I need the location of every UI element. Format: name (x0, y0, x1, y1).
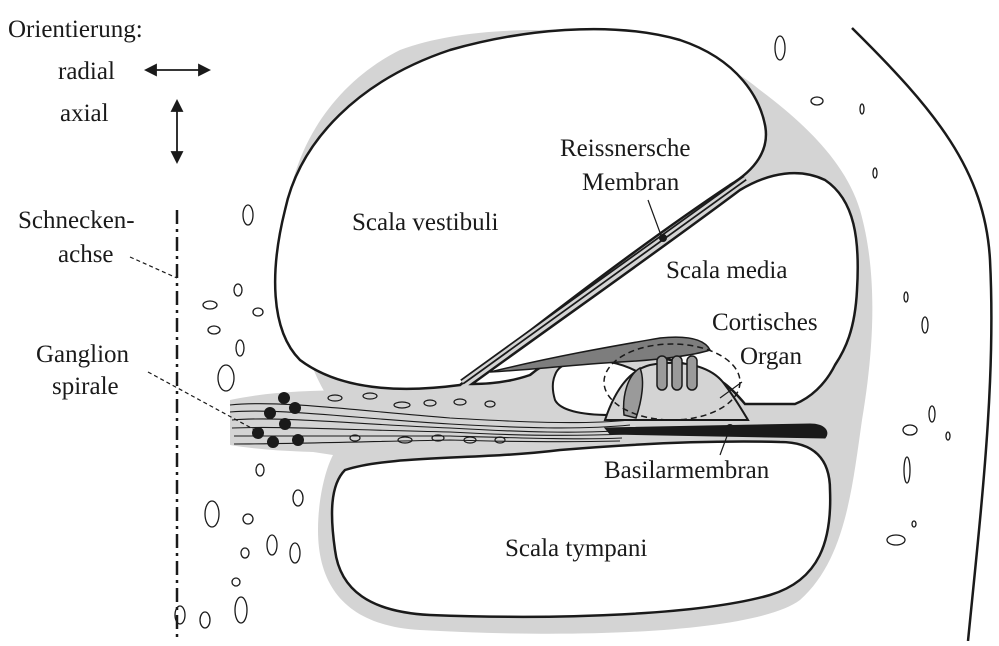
orientation-heading: Orientierung: (8, 16, 143, 43)
schnecken-label-line1: Schnecken- (18, 207, 135, 234)
scala-vestibuli-label: Scala vestibuli (352, 209, 499, 236)
outer-hair-cells (657, 356, 697, 390)
reissner-label-line1: Reissnersche (560, 135, 691, 162)
scala-tympani-label: Scala tympani (505, 535, 647, 562)
cortisches-label-line1: Cortisches (712, 309, 818, 336)
ganglion-label-line2: spirale (52, 373, 119, 400)
axial-arrow-icon (172, 101, 182, 162)
radial-arrow-icon (146, 65, 209, 75)
cortisches-label-line2: Organ (740, 343, 803, 370)
schnecken-label-line2: achse (58, 241, 114, 268)
ganglion-label-line1: Ganglion (36, 341, 130, 368)
reissner-label-line2: Membran (582, 169, 680, 196)
axial-label: axial (60, 100, 109, 127)
cochlear-outer-wall (852, 28, 991, 641)
scala-media-label: Scala media (666, 257, 787, 284)
basilarmembran-label: Basilarmembran (604, 457, 770, 484)
radial-label: radial (58, 58, 115, 85)
